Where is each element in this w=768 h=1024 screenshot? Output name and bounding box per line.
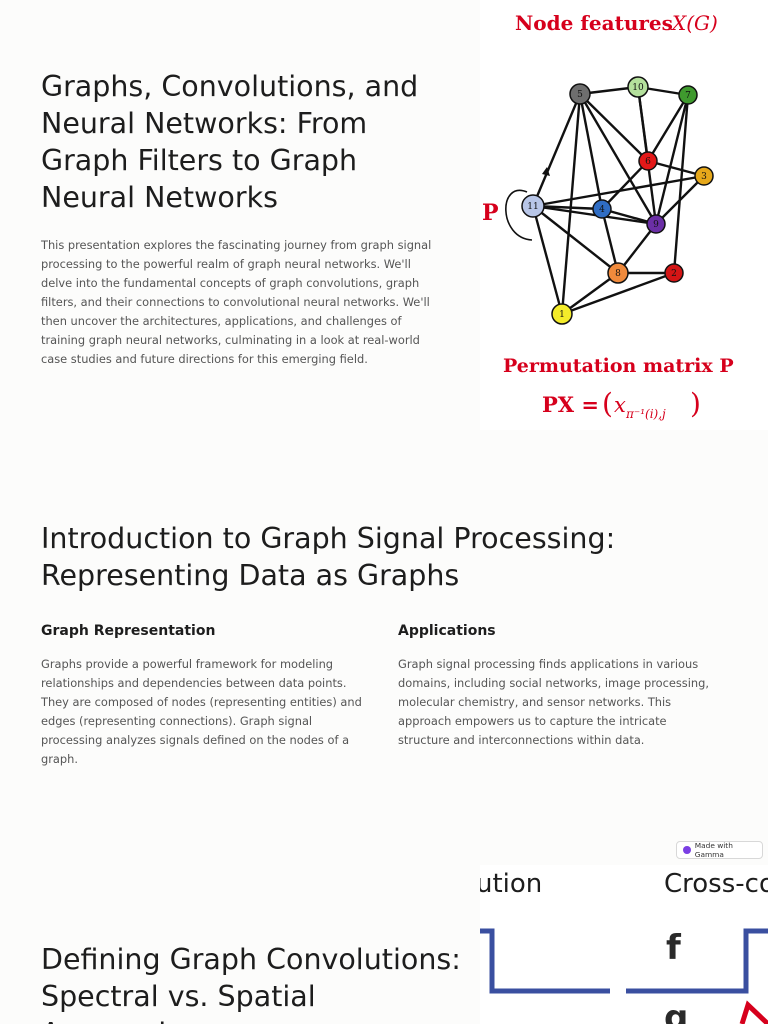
g-signal-label: g bbox=[664, 998, 688, 1024]
slide3-title: Defining Graph Convolutions: Spectral vs… bbox=[41, 943, 461, 1024]
formula-x: x bbox=[614, 393, 626, 417]
node-label: 8 bbox=[615, 269, 621, 279]
slide1-body: This presentation explores the fascinati… bbox=[41, 238, 432, 366]
self-loop-arrowhead bbox=[542, 167, 550, 176]
node-features-math: X(G) bbox=[670, 11, 718, 35]
formula-lhs: PX = bbox=[542, 392, 599, 417]
graph-node bbox=[569, 83, 591, 105]
graph-representation-heading: Graph Representation bbox=[41, 623, 216, 639]
node-label: 9 bbox=[653, 220, 659, 230]
red-signal-line bbox=[739, 1000, 768, 1024]
graph-node bbox=[638, 151, 658, 171]
graph-representation-body: Graphs provide a powerful framework for … bbox=[41, 657, 362, 766]
formula-paren-open: ( bbox=[602, 387, 613, 420]
node-label: 10 bbox=[632, 83, 644, 93]
node-label: 2 bbox=[671, 269, 677, 279]
slide-graph-convolutions: Defining Graph Convolutions: Spectral vs… bbox=[0, 865, 768, 1024]
badge-label: Made with Gamma bbox=[694, 841, 733, 859]
graph-node bbox=[664, 263, 684, 283]
node-label: 1 bbox=[559, 310, 565, 320]
graph-node bbox=[678, 85, 698, 105]
permutation-matrix-label: Permutation matrix P bbox=[503, 355, 734, 377]
node-label: 7 bbox=[685, 91, 691, 101]
signal-frame-lines bbox=[480, 928, 768, 994]
applications-body: Graph signal processing finds applicatio… bbox=[398, 657, 709, 747]
slide1-title: Graphs, Convolutions, and Neural Network… bbox=[41, 70, 419, 214]
node-label: 5 bbox=[577, 90, 583, 100]
formula-subscript: π⁻¹(i),j bbox=[625, 407, 666, 421]
node-label: 4 bbox=[599, 205, 605, 215]
graph-nodes bbox=[521, 76, 714, 325]
graph-node bbox=[521, 194, 545, 218]
node-label: 3 bbox=[701, 172, 707, 182]
convolution-figure: ution Cross-co f g bbox=[480, 865, 768, 1024]
graph-node bbox=[592, 199, 612, 219]
convolution-label: ution bbox=[480, 869, 542, 899]
slide2-title: Introduction to Graph Signal Processing:… bbox=[41, 522, 616, 592]
graph-node bbox=[607, 262, 629, 284]
graph-permutation-figure: Node features X(G) P bbox=[480, 0, 768, 430]
gamma-logo-icon bbox=[683, 846, 691, 854]
applications-heading: Applications bbox=[398, 623, 496, 639]
made-with-gamma-badge[interactable]: Made with Gamma bbox=[676, 841, 763, 859]
node-label: 11 bbox=[527, 202, 538, 212]
graph-node bbox=[551, 303, 573, 325]
permutation-side-label: P bbox=[482, 200, 499, 226]
graph-node-labels: 5 10 7 6 3 11 4 9 8 2 1 bbox=[527, 83, 707, 320]
graph-node bbox=[646, 214, 666, 234]
node-features-label: Node features bbox=[515, 11, 673, 35]
f-signal-label: f bbox=[666, 928, 682, 968]
graph-node bbox=[627, 76, 649, 98]
graph-node bbox=[694, 166, 714, 186]
slide-graphs-overview: Graphs, Convolutions, and Neural Network… bbox=[0, 0, 768, 430]
formula-paren-close: ) bbox=[690, 387, 701, 420]
cross-correlation-label: Cross-co bbox=[664, 869, 768, 899]
slide-graph-signal-processing: Introduction to Graph Signal Processing:… bbox=[0, 500, 768, 830]
self-loop-arrow bbox=[505, 189, 533, 241]
node-label: 6 bbox=[645, 157, 651, 167]
